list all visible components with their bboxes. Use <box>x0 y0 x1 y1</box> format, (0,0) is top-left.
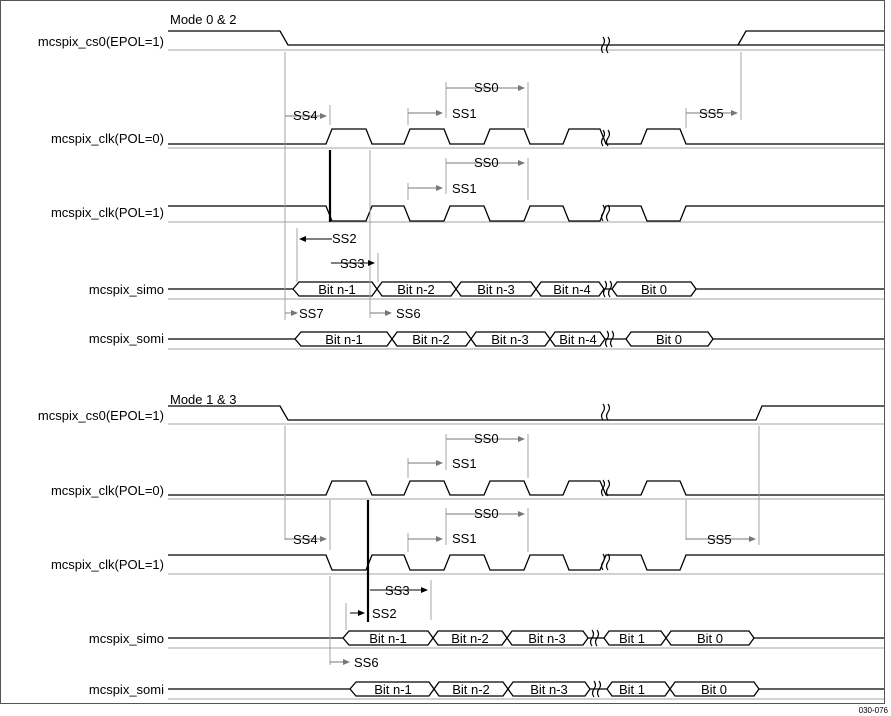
waveform-clk-pol1 <box>168 205 884 222</box>
bus-bit-label: Bit 0 <box>641 282 667 297</box>
bus-bit-label: Bit n-2 <box>451 631 489 646</box>
section-title: Mode 0 & 2 <box>170 12 237 27</box>
timing-label: SS1 <box>452 531 477 546</box>
signal-label-somi: mcspix_somi <box>89 331 164 346</box>
timing-label: SS4 <box>293 532 318 547</box>
timing-label: SS0 <box>474 80 499 95</box>
signal-label-clk-pol0: mcspix_clk(POL=0) <box>51 483 164 498</box>
section-mode-0-2: Mode 0 & 2 mcspix_cs0(EPOL=1) mcspix_clk… <box>38 12 884 350</box>
section-title: Mode 1 & 3 <box>170 392 237 407</box>
timing-label: SS1 <box>452 456 477 471</box>
bus-bit-label: Bit n-1 <box>325 332 363 347</box>
timing-label: SS3 <box>385 583 410 598</box>
timing-label: SS0 <box>474 506 499 521</box>
bus-somi <box>294 331 714 347</box>
bus-bit-label: Bit n-3 <box>491 332 529 347</box>
timing-label: SS1 <box>452 181 477 196</box>
bus-bit-label: Bit 0 <box>656 332 682 347</box>
bus-bit-label: Bit n-1 <box>369 631 407 646</box>
signal-label-somi: mcspix_somi <box>89 682 164 697</box>
bus-bit-label: Bit n-3 <box>477 282 515 297</box>
diagram-frame <box>0 0 885 704</box>
timing-label: SS4 <box>293 108 318 123</box>
bus-bit-label: Bit 1 <box>619 631 645 646</box>
timing-label: SS0 <box>474 155 499 170</box>
waveform-clk-pol1 <box>168 554 884 571</box>
timing-label: SS2 <box>372 606 397 621</box>
bus-simo <box>292 281 697 297</box>
bus-bit-label: Bit 0 <box>697 631 723 646</box>
waveform-clk-pol0 <box>168 480 884 496</box>
waveform-cs0 <box>168 30 884 46</box>
signal-label-clk-pol1: mcspix_clk(POL=1) <box>51 205 164 220</box>
timing-label: SS7 <box>299 306 324 321</box>
bus-simo <box>342 630 755 646</box>
signal-label-clk-pol1: mcspix_clk(POL=1) <box>51 557 164 572</box>
bus-bit-label: Bit n-3 <box>530 682 568 697</box>
bus-bit-label: Bit n-4 <box>559 332 597 347</box>
waveform-cs0 <box>168 405 884 421</box>
bus-bit-label: Bit n-4 <box>553 282 591 297</box>
timing-label: SS6 <box>396 306 421 321</box>
signal-label-cs0: mcspix_cs0(EPOL=1) <box>38 34 164 49</box>
signal-label-cs0: mcspix_cs0(EPOL=1) <box>38 408 164 423</box>
bus-bit-label: Bit n-2 <box>412 332 450 347</box>
bus-bit-label: Bit n-1 <box>318 282 356 297</box>
timing-label: SS2 <box>332 231 357 246</box>
section-mode-1-3: Mode 1 & 3 mcspix_cs0(EPOL=1) mcspix_clk… <box>38 392 884 700</box>
bus-somi <box>349 681 760 697</box>
timing-label: SS6 <box>354 655 379 670</box>
signal-label-simo: mcspix_simo <box>89 631 164 646</box>
bus-bit-label: Bit n-1 <box>374 682 412 697</box>
figure-id: 030-076 <box>859 706 889 715</box>
bus-bit-label: Bit n-2 <box>397 282 435 297</box>
timing-label: SS0 <box>474 431 499 446</box>
bus-bit-label: Bit 0 <box>701 682 727 697</box>
signal-label-clk-pol0: mcspix_clk(POL=0) <box>51 131 164 146</box>
waveform-clk-pol0 <box>168 128 884 145</box>
break-marks <box>589 403 611 698</box>
timing-label: SS3 <box>340 256 365 271</box>
bus-bit-label: Bit 1 <box>619 682 645 697</box>
timing-label: SS5 <box>707 532 732 547</box>
bus-bit-label: Bit n-3 <box>528 631 566 646</box>
bus-bit-label: Bit n-2 <box>452 682 490 697</box>
timing-label: SS1 <box>452 106 477 121</box>
signal-label-simo: mcspix_simo <box>89 282 164 297</box>
timing-label: SS5 <box>699 106 724 121</box>
break-marks <box>600 36 615 348</box>
